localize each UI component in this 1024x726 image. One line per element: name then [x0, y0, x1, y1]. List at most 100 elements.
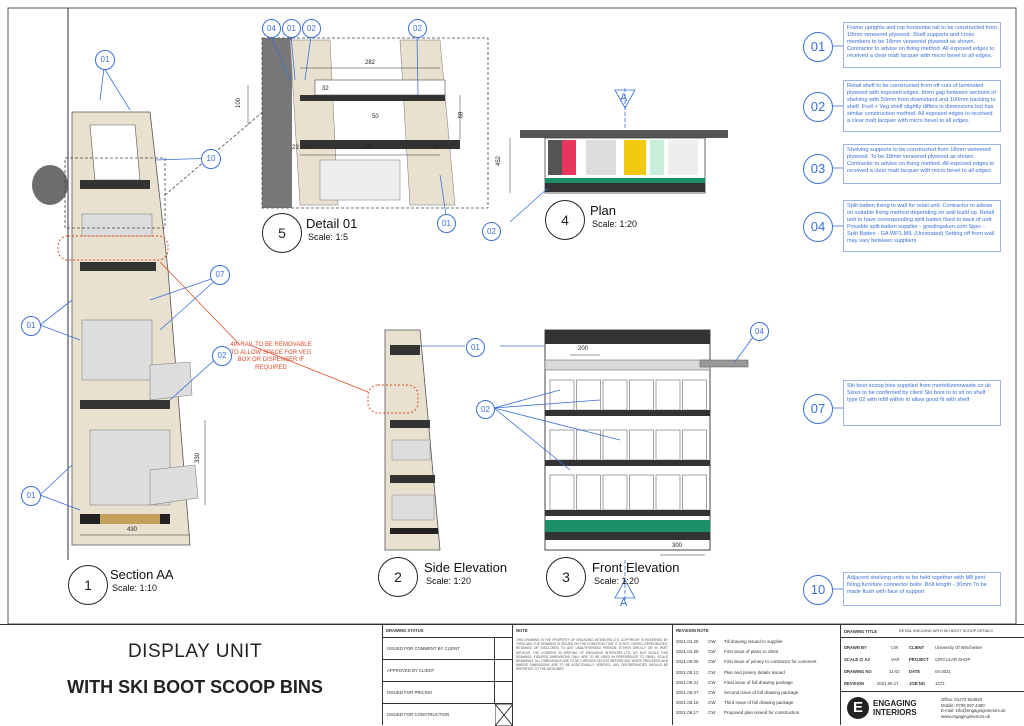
note-text: THIS DRAWING IS THE PROPERTY OF ENGAGING… — [516, 638, 668, 672]
view-scale-section-aa: Scale: 1:10 — [112, 583, 158, 593]
scale-value: VAR — [891, 657, 900, 662]
shelf-3 — [80, 400, 170, 409]
section-aa-drawing — [32, 67, 266, 546]
revision-date: 2021.05.12 — [676, 669, 699, 675]
section-marker-top: A — [620, 92, 628, 104]
revision-note: Till drawing issued to supplier — [724, 639, 783, 644]
scoop-bin — [549, 379, 575, 411]
title-block: DISPLAY UNIT WITH SKI BOOT SCOOP BINS DR… — [0, 624, 1024, 726]
status-1-label: ISSUED FOR COMMENT BY CLIENT — [387, 646, 460, 651]
revision-date: 2021.05.05 — [676, 659, 699, 665]
callout-01-detail: 01 — [282, 19, 301, 38]
view-number-5: 5 — [262, 213, 302, 253]
detail-01-drawing — [247, 35, 489, 216]
drawing-info-panel: DRAWING TITLE RETAIL SHELVING WITH SKI B… — [840, 625, 1024, 725]
drawn-by-value: CW — [891, 645, 899, 650]
revision-by: CW — [708, 700, 716, 706]
note-tag-02: 02 — [803, 92, 833, 122]
view-title-plan: Plan — [590, 203, 617, 218]
company-name-line-2: INTERIORS — [873, 708, 917, 717]
view-number-2: 2 — [378, 557, 418, 597]
callout-02-front: 02 — [476, 400, 495, 419]
view-scale-side-elevation: Scale: 1:20 — [426, 576, 472, 586]
note-01: Frame uprights and top horizontal rail t… — [843, 22, 1001, 68]
note-header: NOTE — [516, 628, 528, 633]
note-03: Shelving supports to be constructed from… — [843, 144, 1001, 184]
revision-note: First issue of joinery to contractor for… — [724, 659, 817, 665]
view-number-3: 3 — [546, 557, 586, 597]
client-label: CLIENT — [909, 645, 925, 650]
note-02: Retail shelf to be constructed from off … — [843, 80, 1001, 132]
scoop-bin — [629, 379, 654, 411]
project-value: CIRCULAR SHOP — [935, 657, 971, 662]
dim-50: 50 — [372, 114, 379, 120]
note-tag-04: 04 — [803, 212, 833, 242]
drawing-no-label: DRAWING NO — [844, 669, 872, 674]
dim-300: 300 — [672, 543, 683, 549]
dim-246: 246 — [363, 145, 374, 151]
dim-100: 100 — [236, 97, 243, 109]
status-row-1: ISSUED FOR COMMENT BY CLIENT — [383, 637, 513, 660]
website: www.engaginginteriors.uk — [941, 713, 990, 719]
revision-by: CW — [708, 659, 716, 665]
scoop-bin — [682, 379, 707, 411]
scoop-bin — [602, 379, 628, 411]
drawing-title-label: DRAWING TITLE — [844, 629, 878, 634]
revision-by: CW — [708, 679, 716, 685]
view-number-4: 4 — [545, 200, 585, 240]
revision-date: 2021.05.21 — [676, 679, 699, 685]
scoop-bin — [655, 474, 681, 511]
job-no-value: 1272 — [935, 681, 945, 686]
scoop-bin — [682, 474, 707, 511]
revision-label: REVISION — [844, 681, 865, 686]
callout-07-section: 07 — [210, 265, 230, 285]
drawing-status-header: DRAWING STATUS — [386, 628, 424, 633]
revision-note: First issue of plans to client — [724, 649, 779, 655]
status-row-3: ISSUED FOR PRICING — [383, 681, 513, 704]
status-2-label: APPROVED BY CLIENT — [387, 668, 435, 673]
revision-date: 2021.04.29 — [676, 649, 699, 655]
revision-note: Third issue of full drawing package — [724, 700, 794, 706]
dim-18a: 18 — [305, 145, 312, 151]
scoop-bin — [576, 429, 601, 461]
shelf-1 — [80, 180, 150, 189]
front-shelf — [545, 410, 710, 416]
drawing-sheet — [7, 7, 1017, 624]
callout-02-detail-a: 02 — [302, 19, 321, 38]
plan-swatch-grey — [548, 140, 562, 175]
status-4-label: ISSUED FOR CONSTRUCTION — [387, 712, 450, 717]
revision-value: 2021.06.17 — [877, 681, 899, 686]
company-name-line-1: ENGAGING — [873, 699, 917, 708]
note-07: Ski boot scoop bins supplied from mortek… — [843, 380, 1001, 426]
status-row-4: ISSUED FOR CONSTRUCTION — [383, 703, 513, 726]
drawing-status-panel: DRAWING STATUS ISSUED FOR COMMENT BY CLI… — [382, 625, 513, 726]
revision-by: CW — [708, 710, 716, 716]
status-row-2: APPROVED BY CLIENT — [383, 659, 513, 682]
dim-282: 282 — [365, 60, 376, 66]
dim-452: 452 — [496, 155, 503, 167]
plan-drawing — [509, 88, 728, 223]
dim-32: 32 — [322, 86, 329, 92]
company-name: ENGAGING INTERIORS — [873, 699, 917, 717]
revision-date: 2021.04.28 — [676, 639, 699, 644]
client-value: University Of Winchester — [935, 645, 983, 650]
dim-68: 68 — [458, 111, 465, 119]
title-line-2: WITH SKI BOOT SCOOP BINS — [67, 677, 323, 697]
scoop-bin — [602, 474, 628, 511]
scoop-bin — [549, 474, 575, 511]
note-tag-07: 07 — [803, 394, 833, 424]
callout-01-detail-b: 01 — [437, 214, 456, 233]
removable-rail-note: 4th RAIL TO BE REMOVABLE TO ALLOW SPACE … — [230, 342, 312, 371]
scoop-bin — [629, 474, 654, 511]
revision-note: Second issue of full drawing package — [724, 690, 799, 695]
job-no-label: JOB NO — [909, 681, 926, 686]
revision-by: CW — [708, 690, 716, 695]
note-10: Adjacent shelving units to be held toget… — [843, 572, 1001, 606]
office-phone: Office: 01273 554933 — [941, 697, 983, 702]
note-panel: NOTE THIS DRAWING IS THE PROPERTY OF ENG… — [512, 625, 672, 725]
dim-23: 23 — [292, 145, 299, 151]
drawing-title-value: RETAIL SHELVING WITH SKI BOOT SCOOP DETA… — [899, 629, 993, 633]
revision-date: 2021.06.17 — [676, 710, 699, 716]
contact-details: Office: 01273 554933 Mobile: 0799 097 44… — [941, 697, 1006, 719]
